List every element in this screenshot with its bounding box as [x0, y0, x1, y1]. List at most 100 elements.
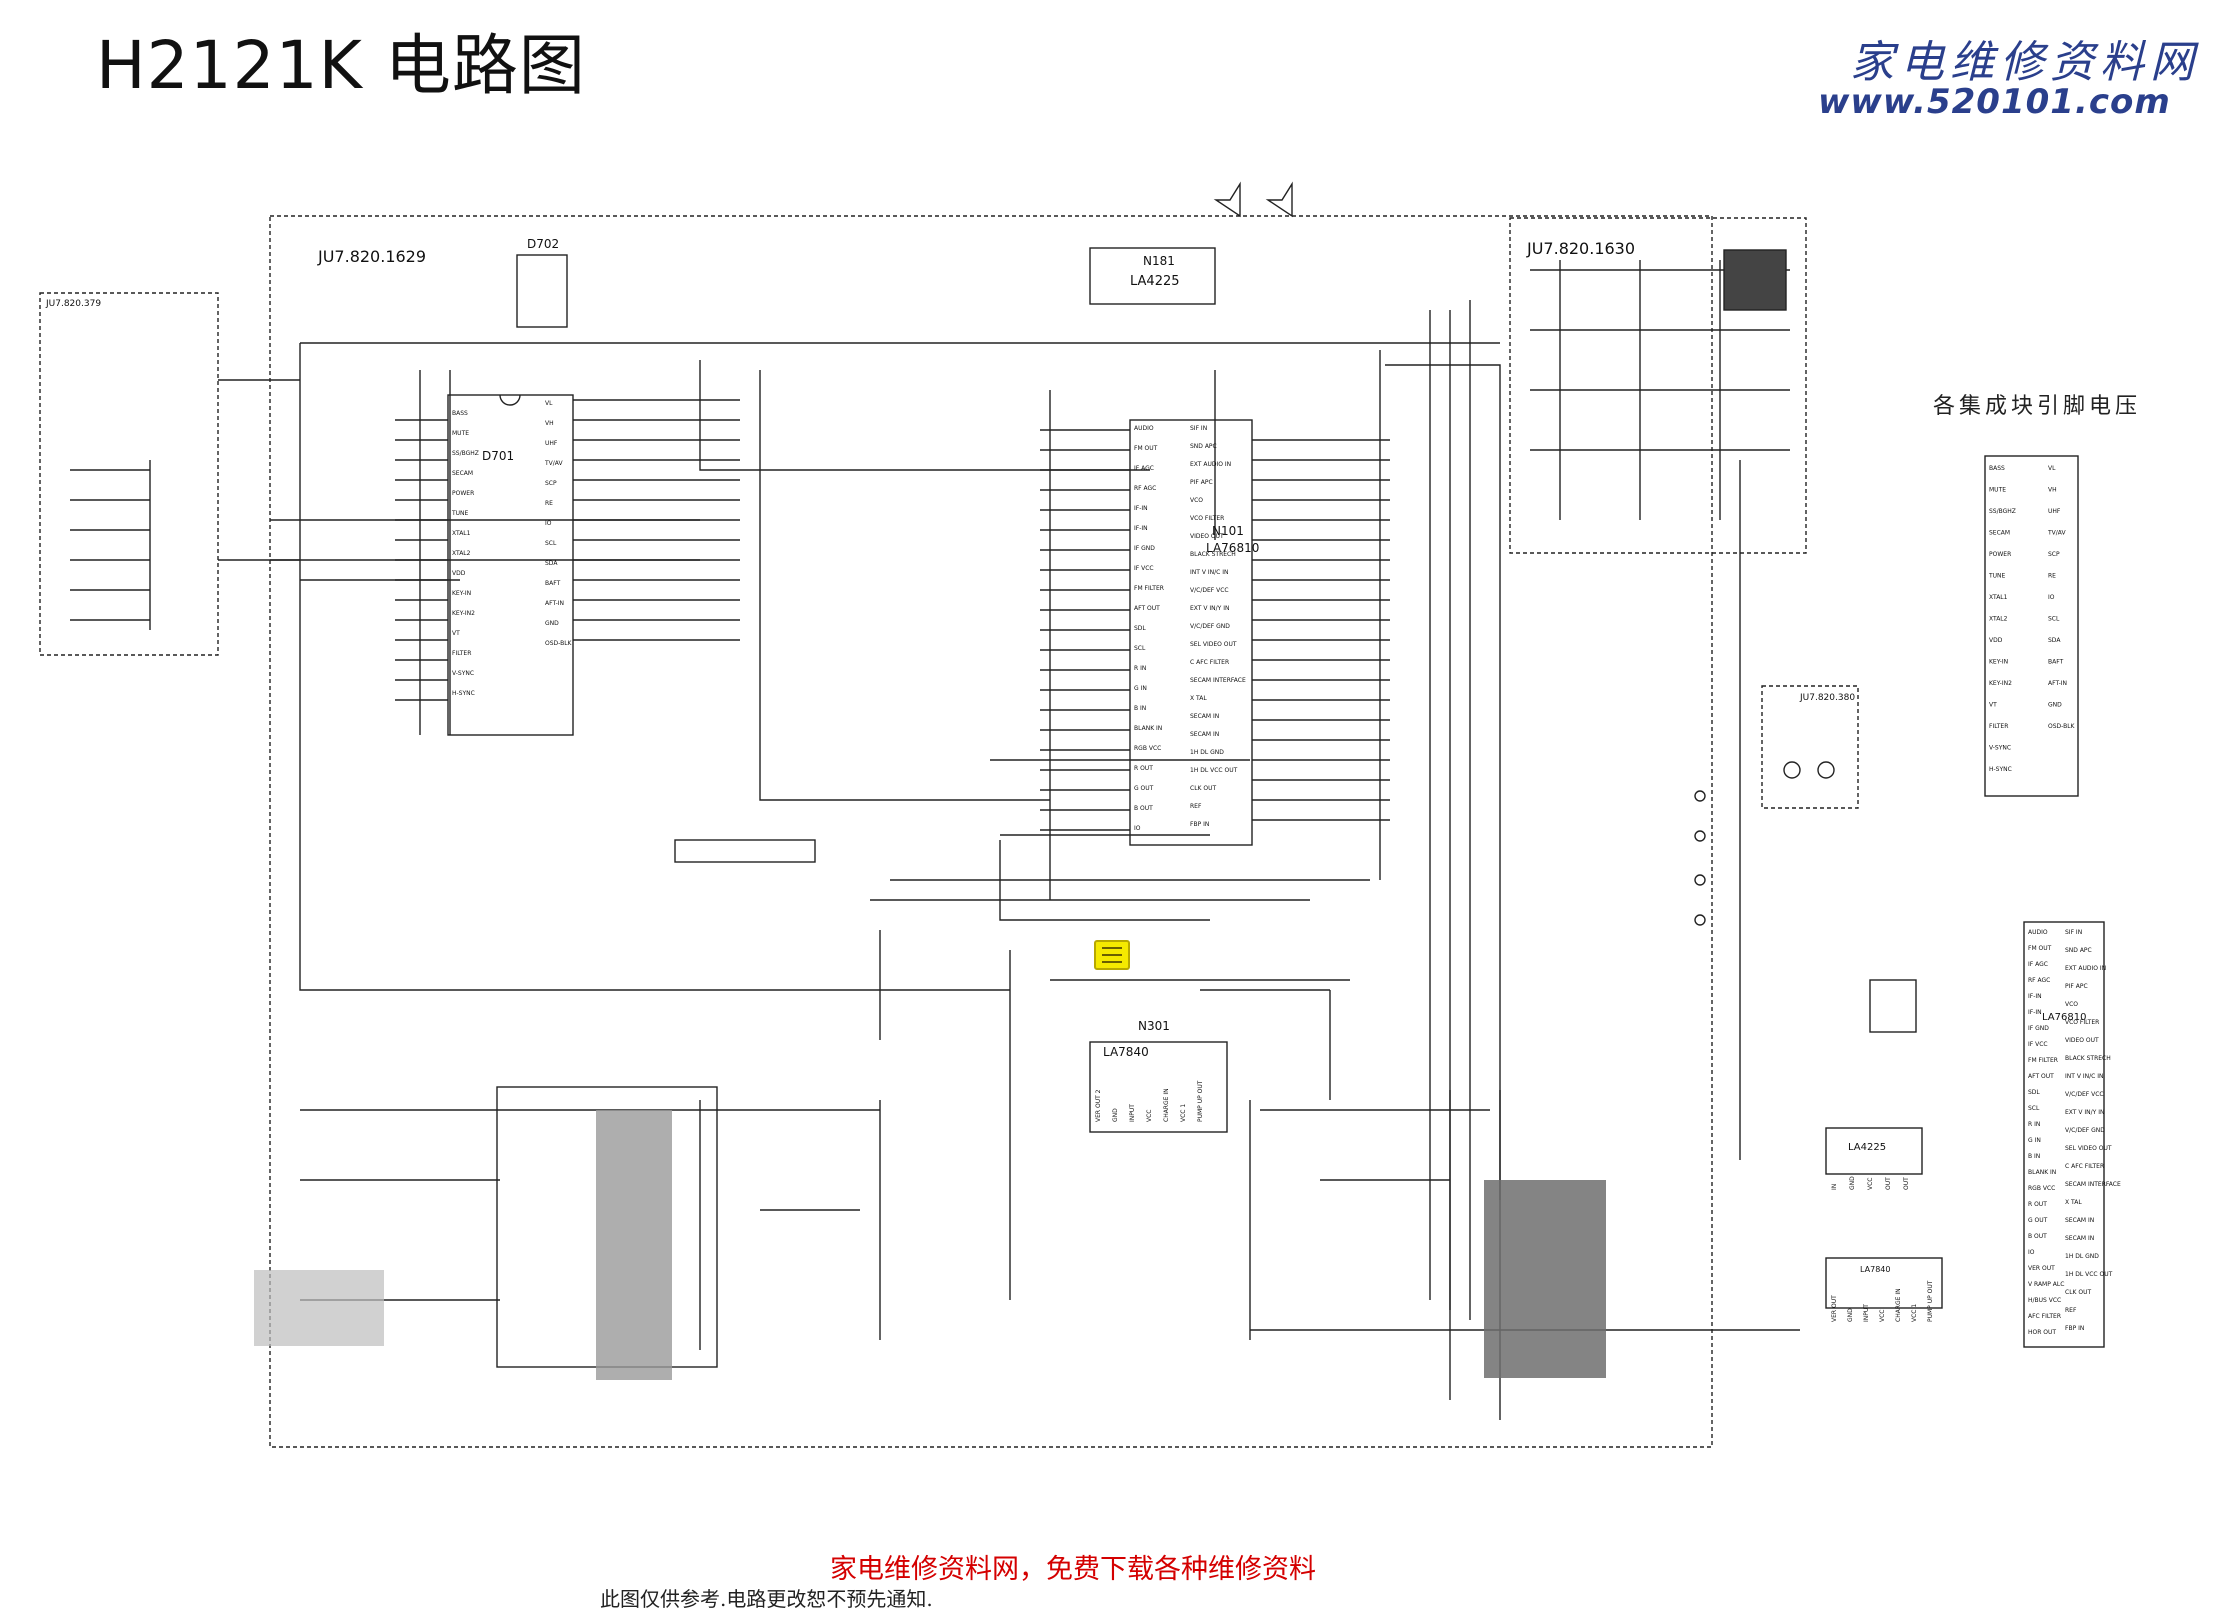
pinv-d701-pin: V-SYNC [1989, 745, 2011, 752]
n101-pin-label: REF [1190, 803, 1202, 810]
ic-n301-body [1089, 1041, 1228, 1133]
pinv-d701-pin: VT [1989, 702, 1997, 709]
n101-pin-label: SECAM INTERFACE [1190, 677, 1246, 684]
n101-pin-label: SIF IN [1190, 425, 1207, 432]
pinv-n101-pin: VER OUT [2028, 1265, 2055, 1272]
d701-pin-label: BAFT [545, 580, 561, 587]
ic-label-n181: N181 [1143, 254, 1175, 268]
ic-label-n101: N101 [1212, 524, 1244, 538]
n301-pin-label: VER OUT 2 [1095, 1089, 1102, 1122]
pinv-d701-pin: BAFT [2048, 659, 2064, 666]
pinv-n101-pin: HOR OUT [2028, 1329, 2056, 1336]
d701-pin-label: MUTE [452, 430, 469, 437]
pinv-d701-pin: VDD [1989, 637, 2003, 644]
pinv-d701-pin: UHF [2048, 508, 2061, 515]
flyback-shade [1484, 1180, 1606, 1378]
pinv-n101-pin: VIDEO OUT [2065, 1037, 2099, 1044]
n301-pin-label: VCC [1146, 1110, 1153, 1122]
pinv-d702-body [1869, 979, 1917, 1033]
n101-pin-label: B OUT [1134, 805, 1153, 812]
footer-promo: 家电维修资料网，免费下载各种维修资料 [830, 1554, 1316, 1585]
n101-pin-label: G IN [1134, 685, 1147, 692]
board-label-crt: JU7.820.1630 [1526, 239, 1635, 258]
n101-pin-label: INT V IN/C IN [1190, 569, 1228, 576]
pinv-d701-pin: SDA [2048, 637, 2061, 644]
pinv-n101-pin: IF GND [2028, 1025, 2049, 1032]
pinv-n101-pin: G IN [2028, 1137, 2041, 1144]
n101-pin-label: 1H DL GND [1190, 749, 1224, 756]
n101-pin-label: FM FILTER [1134, 585, 1164, 592]
ic-part-n301: LA7840 [1103, 1045, 1149, 1059]
pinv-n301-part: LA7840 [1860, 1265, 1890, 1274]
pinv-d701-pin: OSD-BLK [2048, 723, 2076, 730]
pinv-n301-pin: VCC 1 [1911, 1304, 1918, 1322]
ic-label-d702: D702 [527, 237, 559, 251]
pinv-d701-pin: SECAM [1989, 530, 2010, 537]
n101-pin-label: BLACK STRECH [1190, 551, 1236, 558]
d701-pin-label: SCL [545, 540, 557, 547]
n101-pin-label: FM OUT [1134, 445, 1158, 452]
n101-pin-label: IF GND [1134, 545, 1155, 552]
pinv-d701-pin: FILTER [1989, 723, 2008, 730]
pinv-d701-pin: XTAL2 [1989, 616, 2008, 623]
pinv-n101-pin: VCO FILTER [2065, 1019, 2099, 1026]
pinv-n101-pin: IF VCC [2028, 1041, 2048, 1048]
rectifier-shade [596, 1110, 672, 1380]
n101-pin-label: VCO [1190, 497, 1203, 504]
tuner-block [674, 839, 816, 863]
n101-pin-label: VCO FILTER [1190, 515, 1224, 522]
n101-pin-label: IF-IN [1134, 525, 1148, 532]
d701-pin-label: VH [545, 420, 554, 427]
av-board-frame [1761, 685, 1859, 809]
n101-pin-label: RGB VCC [1134, 745, 1161, 752]
pinv-n101-pin: V RAMP ALC [2028, 1281, 2064, 1288]
pinv-n101-part: LA76810 [2042, 1012, 2086, 1023]
d701-pin-label: VDD [452, 570, 466, 577]
key-board-frame [39, 292, 219, 656]
n101-pin-label: 1H DL VCC OUT [1190, 767, 1238, 774]
comment-icon[interactable] [1094, 940, 1130, 970]
n101-pin-label: BLANK IN [1134, 725, 1162, 732]
pinv-n101-pin: SEL VIDEO OUT [2065, 1145, 2112, 1152]
pinv-d701-pin: KEY-IN2 [1989, 680, 2012, 687]
pinv-d701-pin: H-SYNC [1989, 766, 2012, 773]
d701-pin-label: KEY-IN [452, 590, 471, 597]
n101-pin-label: PIF APC [1190, 479, 1213, 486]
n101-pin-label: FBP IN [1190, 821, 1209, 828]
pinv-n101-pin: B OUT [2028, 1233, 2047, 1240]
d701-pin-label: OSD-BLK [545, 640, 573, 647]
pinv-n301-pin: VER OUT [1831, 1295, 1838, 1322]
n301-pin-label: INPUT [1129, 1104, 1136, 1122]
d701-pin-label: SECAM [452, 470, 473, 477]
pinv-n101-pin: AUDIO [2028, 929, 2048, 936]
pin-voltage-title: 各集成块引脚电压 [1933, 394, 2142, 419]
pinv-n101-pin: EXT AUDIO IN [2065, 965, 2106, 972]
pinv-n101-pin: SDL [2028, 1089, 2040, 1096]
pinv-d701-pin: IO [2048, 594, 2055, 601]
pinv-n301-pin: INPUT [1863, 1304, 1870, 1322]
pinv-n101-pin: IF AGC [2028, 961, 2048, 968]
pinv-n101-pin: IF-IN [2028, 1009, 2042, 1016]
pinv-n181-body [1825, 1127, 1923, 1175]
pinv-n101-pin: VCO [2065, 1001, 2078, 1008]
n101-pin-label: SND APC [1190, 443, 1217, 450]
n301-pin-label: CHARGE IN [1163, 1088, 1170, 1122]
n101-pin-label: SCL [1134, 645, 1146, 652]
pinv-n101-pin: V/C/DEF GND [2065, 1127, 2105, 1134]
pinv-n301-body [1825, 1257, 1943, 1309]
pinv-n101-pin: V/C/DEF VCC [2065, 1091, 2104, 1098]
pinv-n101-pin: EXT V IN/Y IN [2065, 1109, 2105, 1116]
pinv-n101-pin: RF AGC [2028, 977, 2050, 984]
pinv-n101-pin: RGB VCC [2028, 1185, 2055, 1192]
d701-pin-label: TUNE [451, 510, 469, 517]
pinv-d701-pin: TUNE [1988, 573, 2006, 580]
n101-pin-label: V/C/DEF VCC [1190, 587, 1229, 594]
d701-pin-label: BASS [452, 410, 468, 417]
pinv-n101-pin: AFC FILTER [2028, 1313, 2061, 1320]
watermark-name: 家电维修资料网 [1850, 37, 2200, 88]
speaker-icon [1213, 181, 1293, 218]
pinv-n101-pin: BLACK STRECH [2065, 1055, 2111, 1062]
d701-pin-label: IO [545, 520, 552, 527]
pinv-n101-pin: X TAL [2065, 1199, 2082, 1206]
pinv-d701-body [1984, 455, 2079, 797]
